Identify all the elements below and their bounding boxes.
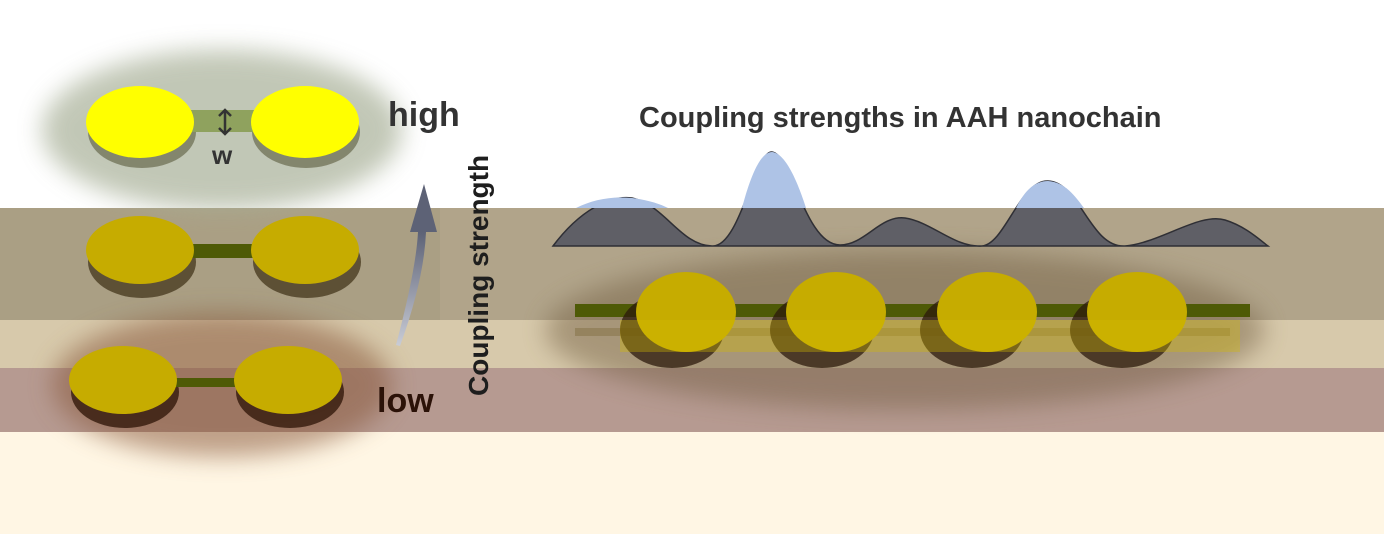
curve-peak: [576, 197, 668, 208]
disk: [69, 346, 177, 414]
disk: [86, 86, 194, 158]
chain-disk: [636, 272, 736, 352]
bridge-low: [175, 378, 240, 387]
disk: [251, 216, 359, 284]
chain-disk: [1087, 272, 1187, 352]
axis-label: Coupling strength: [463, 154, 494, 396]
low-label: low: [377, 382, 434, 420]
curve-peak: [1016, 181, 1084, 208]
gap-label: w: [212, 140, 233, 170]
coupling-curve: [551, 151, 1271, 247]
diagram-title: Coupling strengths in AAH nanochain: [639, 102, 1162, 134]
dimer-high: [86, 86, 360, 168]
disk: [251, 86, 359, 158]
disk: [234, 346, 342, 414]
high-label: high: [388, 96, 460, 134]
chain-disk: [786, 272, 886, 352]
disk: [86, 216, 194, 284]
bridge-medium: [188, 244, 260, 258]
dimer-medium: [86, 216, 361, 298]
curve-peak: [742, 152, 806, 208]
curve-area: [551, 151, 1271, 247]
dimer-low: [69, 346, 344, 428]
up-arrow-icon: [396, 184, 437, 346]
chain-disk: [937, 272, 1037, 352]
nanochain: [575, 272, 1250, 368]
double-arrow-icon: [218, 108, 232, 136]
